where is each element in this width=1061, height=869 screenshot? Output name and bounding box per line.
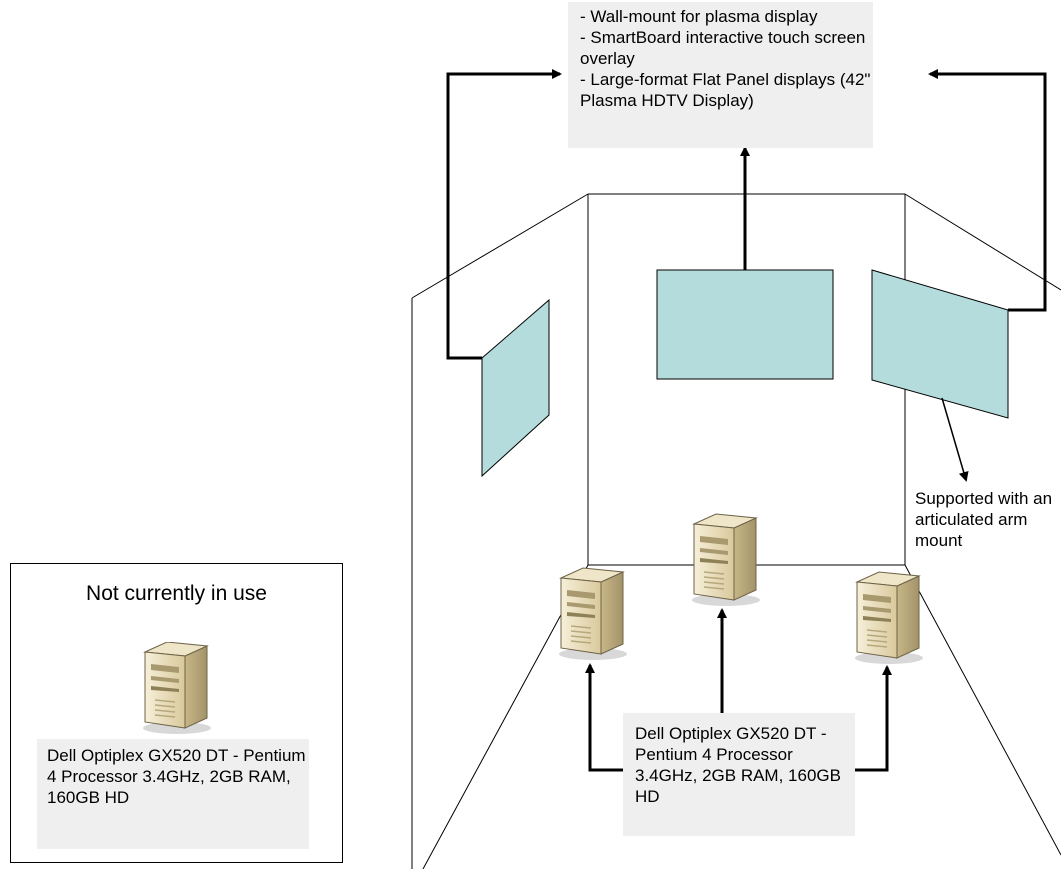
display-connectors: [446, 69, 1047, 360]
computer-tower-icon: [854, 571, 924, 665]
right-wall-display: [871, 269, 1009, 419]
arm-mount-callout: Supported with an articulated arm mount: [915, 489, 1053, 550]
back-wall-display: [656, 269, 834, 380]
left-wall-display: [481, 298, 550, 478]
left-computer-connector: [585, 663, 623, 772]
right-computer-connector: [855, 665, 892, 772]
right-wall-top-edge: [904, 193, 1061, 291]
computers-callout: Dell Optiplex GX520 DT - Pentium 4 Proce…: [623, 713, 855, 836]
displays-callout: - Wall-mount for plasma display - SmartB…: [568, 2, 873, 148]
unused-equipment-title: Not currently in use: [86, 582, 267, 605]
unused-equipment-box: Not currently in use Dell Optiplex GX520…: [10, 563, 343, 863]
right-floor-edge: [904, 564, 1061, 856]
arm-mount-connector: [941, 397, 969, 482]
computer-tower-icon: [142, 642, 212, 735]
right-display-connector: [928, 69, 1047, 312]
computer-connectors: [585, 608, 892, 772]
unused-computer-spec: Dell Optiplex GX520 DT - Pentium 4 Proce…: [37, 739, 309, 849]
left-wall-top-edge: [411, 193, 589, 299]
computer-tower-icon: [558, 567, 628, 661]
computer-tower-icon: [691, 513, 761, 607]
left-display-connector: [446, 69, 562, 360]
